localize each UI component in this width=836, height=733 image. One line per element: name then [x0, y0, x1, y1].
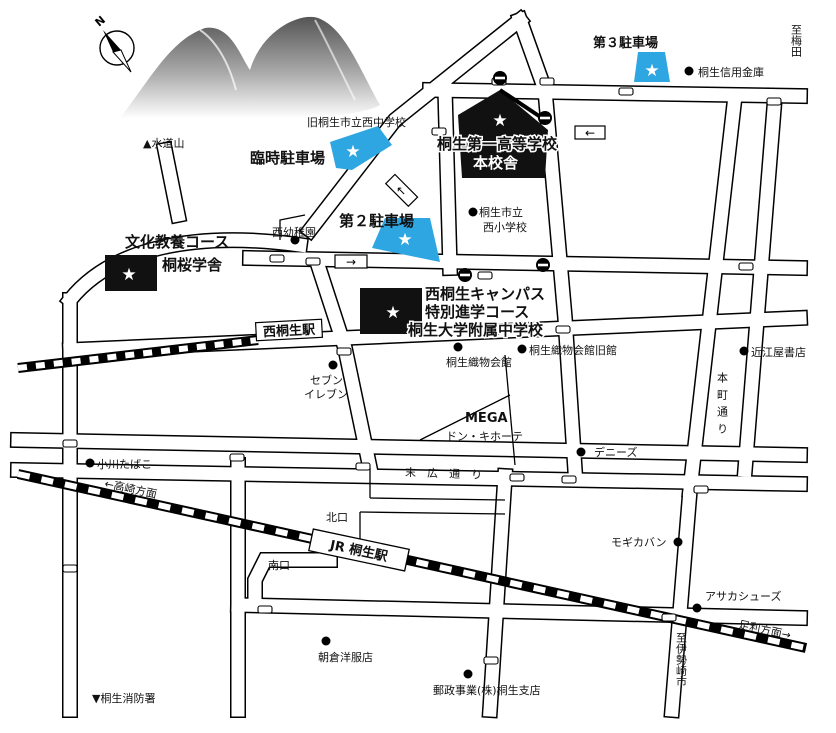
asaka-shoes-label: アサカシューズ — [705, 589, 781, 603]
fire-station-label: ▼桐生消防署 — [92, 691, 155, 705]
main-campus-label-line2: 本校舎 — [473, 154, 519, 172]
seven-eleven-label-line1: セブン — [310, 373, 343, 387]
parking-lot-2-label: 第２駐車場 — [339, 212, 414, 230]
star-icon: ★ — [492, 111, 507, 131]
nishi-kindergarten-label: 西幼稚園 — [272, 226, 316, 239]
nishi-es-label-line1: 桐生市立 — [479, 205, 523, 219]
post-office-label: 郵政事業(株)桐生支店 — [433, 683, 541, 697]
dennys-label: デニーズ — [594, 445, 637, 459]
nishi-kiryu-campus-building — [360, 288, 422, 334]
temporary-parking-label: 臨時駐車場 — [250, 149, 325, 167]
nishi-es-label-line2: 西小学校 — [483, 220, 527, 234]
mega-label-line2: ドン・キホーテ — [446, 430, 523, 443]
main-campus-label-line1: 桐生第一高等学校 — [437, 135, 558, 153]
parking-lots: ★ ★ ★ — [330, 52, 670, 262]
honcho-dori-label: 本町通り — [716, 371, 729, 440]
joumou-railway — [17, 335, 259, 373]
kiryu-bank-label: 桐生信用金庫 — [698, 65, 764, 79]
south-exit-label: 南口 — [268, 559, 290, 572]
map-labels: JR 桐生駅 西桐生駅 北口 南口 桐生第一高等学校 本校舎 西桐生キャンパス … — [92, 24, 806, 705]
asakura-clothing-label: 朝倉洋服店 — [318, 650, 373, 664]
suidoyama-label: ▲水道山 — [143, 136, 184, 150]
ogawa-tabako-label: 小川たばこ — [97, 458, 152, 471]
old-nishi-jhs-label: 旧桐生市立西中学校 — [307, 115, 406, 129]
to-isesaki-label: 至伊勢崎市 — [675, 632, 688, 688]
north-letter: N — [93, 13, 108, 29]
mega-label-line1: MEGA — [465, 411, 508, 426]
omiya-bookstore-label: 近江屋書店 — [751, 345, 806, 359]
star-icon: ★ — [397, 230, 412, 250]
road-network — [9, 8, 809, 719]
arrow-left-icon: ← — [585, 126, 595, 140]
mogi-kaban-label: モギカバン — [611, 536, 667, 549]
star-icon: ★ — [345, 142, 360, 162]
star-icon: ★ — [385, 303, 400, 323]
suehiro-dori-label: 末 広 通 り — [405, 465, 482, 482]
north-exit-label: 北口 — [326, 511, 348, 524]
parking-lot-3-label: 第３駐車場 — [593, 35, 658, 51]
nishi-kiryu-station-label: 西桐生駅 — [263, 322, 317, 341]
star-icon: ★ — [644, 61, 659, 81]
seven-eleven-label-line2: イレブン — [304, 387, 348, 401]
mountain-illustration — [120, 16, 380, 119]
west-campus-label-line2: 特別進学コース — [425, 303, 529, 321]
parking-lot-2-area — [372, 218, 440, 262]
school-buildings: ★ ★ ★ — [105, 90, 548, 334]
north-compass-icon: N — [93, 13, 135, 73]
no-entry-signs — [458, 71, 552, 282]
textile-hall-label: 桐生織物会館 — [446, 355, 512, 369]
culture-course-label-line2: 桐桜学舎 — [162, 256, 223, 274]
arrow-right-icon: → — [346, 255, 356, 269]
touou-gakusha-building — [105, 255, 157, 291]
parking-lot-3-area — [634, 52, 670, 82]
star-icon: ★ — [121, 265, 136, 285]
temporary-parking-area — [330, 126, 392, 170]
culture-course-label-line1: 文化教養コース — [125, 233, 229, 251]
main-campus-building — [458, 90, 548, 178]
west-campus-label-line1: 西桐生キャンパス — [425, 285, 545, 303]
textile-hall-old-label: 桐生織物会館旧館 — [529, 343, 617, 357]
one-way-arrows: ← → ← — [334, 88, 606, 269]
to-umeda-label: 至梅田 — [790, 24, 803, 57]
west-campus-label-line3: 桐生大学附属中学校 — [408, 321, 544, 339]
landmark-dots — [85, 66, 749, 679]
